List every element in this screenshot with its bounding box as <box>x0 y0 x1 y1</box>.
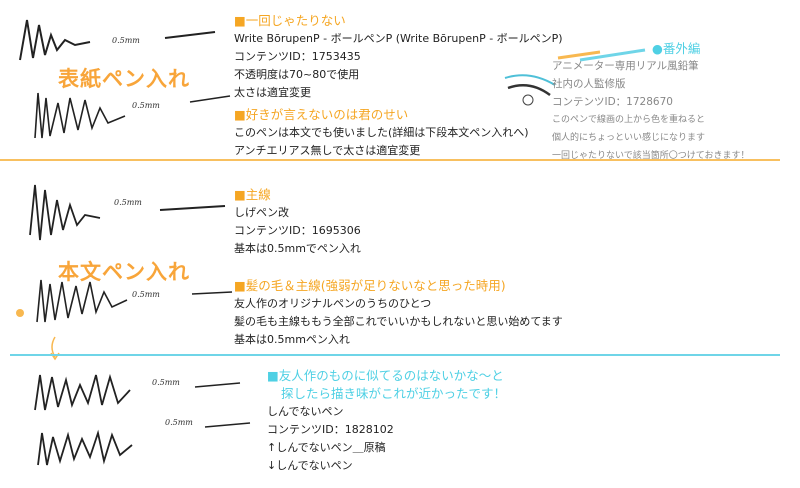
bonus-heading: ●番外編 <box>652 41 701 56</box>
pen-heading: ■好きが言えないのは君のせい <box>234 107 409 122</box>
pen-name: Write BōrupenP - ボールペンP (Write BōrupenP … <box>234 32 563 45</box>
note: 不透明度は70~80で使用 <box>234 68 360 81</box>
note: 一回じゃたりないで該当箇所〇つけておきます！ <box>552 151 750 161</box>
note: このペンは本文でも使いました(詳細は下段本文ペン入れへ) <box>234 126 529 139</box>
sketch-label: 0.5mm <box>132 101 160 110</box>
pen-heading: ■友人作のものに似てるのはないかな～と <box>267 368 504 383</box>
note: 社内の人監修版 <box>552 78 626 90</box>
pen-sample-sketch-3 <box>29 184 226 241</box>
bonus-info: ●番外編 アニメーター専用リアル風鉛筆 社内の人監修版 コンテンツID：1728… <box>552 40 749 166</box>
note: 友人作のオリジナルペンのうちのひとつ <box>234 297 432 310</box>
arrow-down-icon <box>50 336 60 361</box>
sketch-label: 0.5mm <box>152 378 180 387</box>
pen-info-3: ■主線 しげペン改 コンテンツID：1695306 基本は0.5mmでペン入れ <box>234 186 361 258</box>
note: 太さは適宜変更 <box>234 86 311 99</box>
pen-info-4: ■髪の毛＆主線(強弱が足りないなと思った時用) 友人作のオリジナルペンのうちのひ… <box>234 277 563 349</box>
pen-info-2: ■好きが言えないのは君のせい このペンは本文でも使いました(詳細は下段本文ペン入… <box>234 106 529 160</box>
pen-heading: ■一回じゃたりない <box>234 13 346 28</box>
pen-name: しんでないペン <box>267 405 344 418</box>
note: 基本は0.5mmでペン入れ <box>234 242 361 255</box>
divider-orange <box>0 159 780 161</box>
pen-name: しげペン改 <box>234 206 289 219</box>
divider-cyan <box>10 354 780 356</box>
sketch-label: 0.5mm <box>112 36 140 45</box>
note: 個人的にちょっといい感じになります <box>552 133 706 143</box>
section-title-cover: 表紙ペン入れ <box>58 67 190 91</box>
pen-name: アニメーター専用リアル風鉛筆 <box>552 60 699 72</box>
pen-heading: 探したら描き味がこれが近かったです！ <box>281 386 507 401</box>
pen-info-5: ■友人作のものに似てるのはないかな～と 探したら描き味がこれが近かったです！ し… <box>267 367 506 475</box>
sketch-label: 0.5mm <box>114 198 142 207</box>
note: このペンで線画の上から色を重ねると <box>552 115 706 125</box>
note: ↑しんでないペン＿原稿 <box>267 441 386 454</box>
content-id: コンテンツID：1828102 <box>267 423 394 436</box>
content-id: コンテンツID：1695306 <box>234 224 361 237</box>
sketch-label: 0.5mm <box>165 418 193 427</box>
bonus-pencil-strokes <box>504 48 646 106</box>
content-id: コンテンツID：1753435 <box>234 50 361 63</box>
pen-sample-sketch-5 <box>34 373 251 466</box>
pen-sample-sketch-1 <box>19 19 216 61</box>
note: ↓しんでないペン <box>267 459 353 472</box>
note: アンチエリアス無しで太さは適宜変更 <box>234 144 421 157</box>
pen-sample-sketch-4 <box>36 279 233 323</box>
note: 髪の毛も主線ももう全部これでいいかもしれないと思い始めてます <box>234 315 563 328</box>
sketch-label: 0.5mm <box>132 290 160 299</box>
pen-heading: ■髪の毛＆主線(強弱が足りないなと思った時用) <box>234 278 506 293</box>
note: 基本は0.5mmペン入れ <box>234 333 350 346</box>
pen-sample-sketch-2 <box>34 92 231 139</box>
section-title-body: 本文ペン入れ <box>58 260 190 284</box>
content-id: コンテンツID：1728670 <box>552 96 673 108</box>
pen-info-1: ■一回じゃたりない Write BōrupenP - ボールペンP (Write… <box>234 12 563 102</box>
orange-dot-marker <box>16 309 24 317</box>
pen-heading: ■主線 <box>234 187 271 202</box>
